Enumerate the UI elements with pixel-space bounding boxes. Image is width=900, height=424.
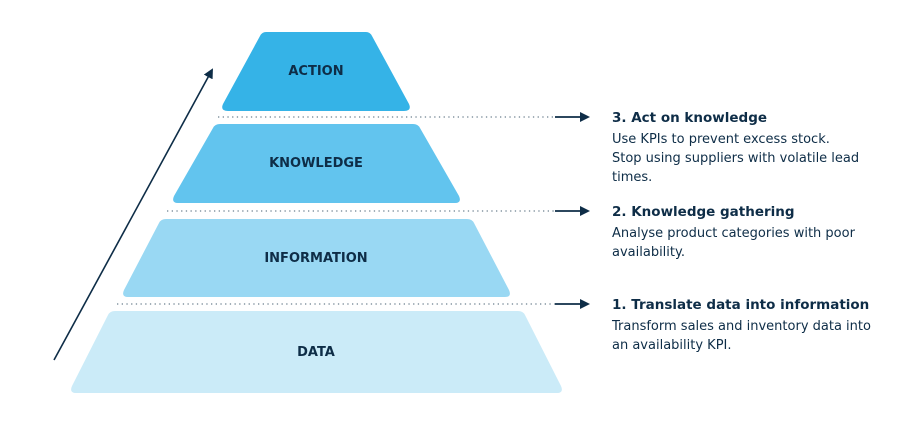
step-line: Stop using suppliers with volatile lead …	[612, 151, 860, 185]
step-title: 2. Knowledge gathering	[612, 204, 795, 220]
level-label-data: DATA	[297, 345, 335, 360]
level-label-knowledge: KNOWLEDGE	[269, 156, 363, 171]
step-title: 3. Act on knowledge	[612, 110, 768, 126]
progress-arrow	[53, 68, 213, 361]
level-data	[71, 311, 562, 393]
level-information	[123, 219, 510, 297]
level-label-action: ACTION	[288, 64, 343, 79]
step-knowledge-gathering: 2. Knowledge gathering Analyse product c…	[612, 204, 882, 262]
level-knowledge	[173, 124, 460, 203]
level-label-information: INFORMATION	[264, 251, 367, 266]
step-act-on-knowledge: 3. Act on knowledge Use KPIs to prevent …	[612, 110, 882, 187]
step-line: Transform sales and inventory data into …	[612, 319, 871, 353]
step-translate-data: 1. Translate data into information Trans…	[612, 297, 882, 355]
step-line: Use KPIs to prevent excess stock.	[612, 132, 830, 147]
level-action	[222, 32, 410, 111]
step-title: 1. Translate data into information	[612, 297, 870, 313]
step-line: Analyse product categories with poor ava…	[612, 226, 855, 260]
